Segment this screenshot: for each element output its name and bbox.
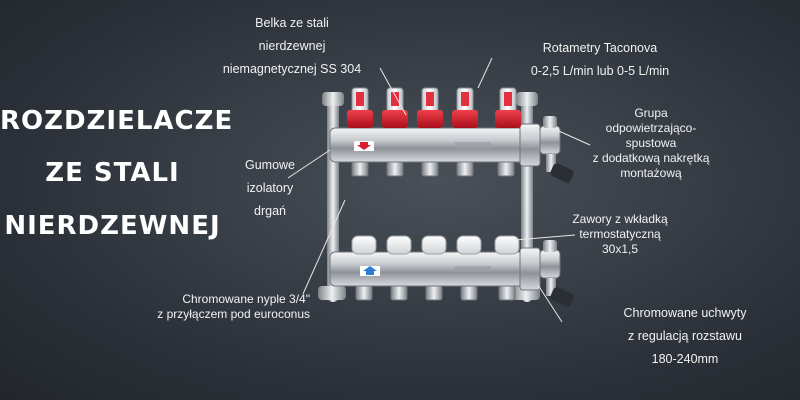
vent-group-annotation: Grupa odpowietrzająco- spustowa z dodatk… — [586, 106, 716, 181]
vent-group-line-1: Grupa — [634, 106, 668, 120]
isolators-annotation: Gumowe izolatory drgań — [238, 154, 302, 223]
headline-line-1: ROZDZIELACZE — [0, 106, 234, 136]
upper-outlets — [351, 161, 515, 177]
brackets-annotation: Chromowane uchwyty z regulacją rozstawu … — [610, 302, 760, 371]
isolators-line-1: Gumowe — [244, 158, 296, 172]
rotameters-line-1: Rotametry Taconova — [542, 41, 658, 55]
valves-line-1: Zawory z wkładką — [572, 212, 668, 226]
vent-drain-group-lower — [539, 240, 574, 307]
vent-group-line-2: odpowietrzająco- — [605, 121, 697, 135]
nipples-line-1: Chromowane nyple 3/4" — [182, 292, 310, 306]
headline-line-2: ZE STALI — [45, 158, 180, 188]
rotameters-line-2: 0-2,5 L/min lub 0-5 L/min — [530, 64, 670, 78]
beam-annotation: Belka ze stali nierdzewnej niemagnetyczn… — [222, 12, 362, 81]
vent-group-line-3: spustowa — [625, 136, 677, 150]
vent-group-line-5: montażową — [620, 166, 682, 180]
brackets-line-1: Chromowane uchwyty — [623, 306, 747, 320]
brackets-line-3: 180-240mm — [651, 352, 719, 366]
headline-line-3: NIERDZEWNEJ — [4, 211, 221, 241]
lower-outlets — [355, 285, 516, 301]
thermostatic-valve-caps — [351, 235, 520, 255]
return-arrow — [360, 266, 380, 276]
valves-annotation: Zawory z wkładką termostatyczną 30x1,5 — [560, 212, 680, 257]
isolators-line-3: drgań — [254, 204, 286, 218]
valves-line-3: 30x1,5 — [601, 242, 639, 256]
vent-group-line-4: z dodatkową nakrętką — [592, 151, 710, 165]
valves-line-2: termostatyczną — [579, 227, 661, 241]
rotameters — [347, 87, 521, 128]
beam-line-2: nierdzewnej — [258, 39, 326, 53]
beam-line-3: niemagnetycznej SS 304 — [222, 62, 362, 76]
supply-arrow — [354, 141, 374, 151]
rotameters-annotation: Rotametry Taconova 0-2,5 L/min lub 0-5 L… — [520, 37, 680, 83]
nipples-line-2: z przyłączem pod euroconus — [157, 307, 310, 321]
callout-lines — [287, 57, 591, 323]
brackets-line-2: z regulacją rozstawu — [628, 329, 742, 343]
beam-line-1: Belka ze stali — [255, 16, 329, 30]
isolators-line-2: izolatory — [246, 181, 294, 195]
vent-drain-group-upper — [539, 116, 574, 183]
nipples-annotation: Chromowane nyple 3/4" z przyłączem pod e… — [120, 292, 310, 322]
